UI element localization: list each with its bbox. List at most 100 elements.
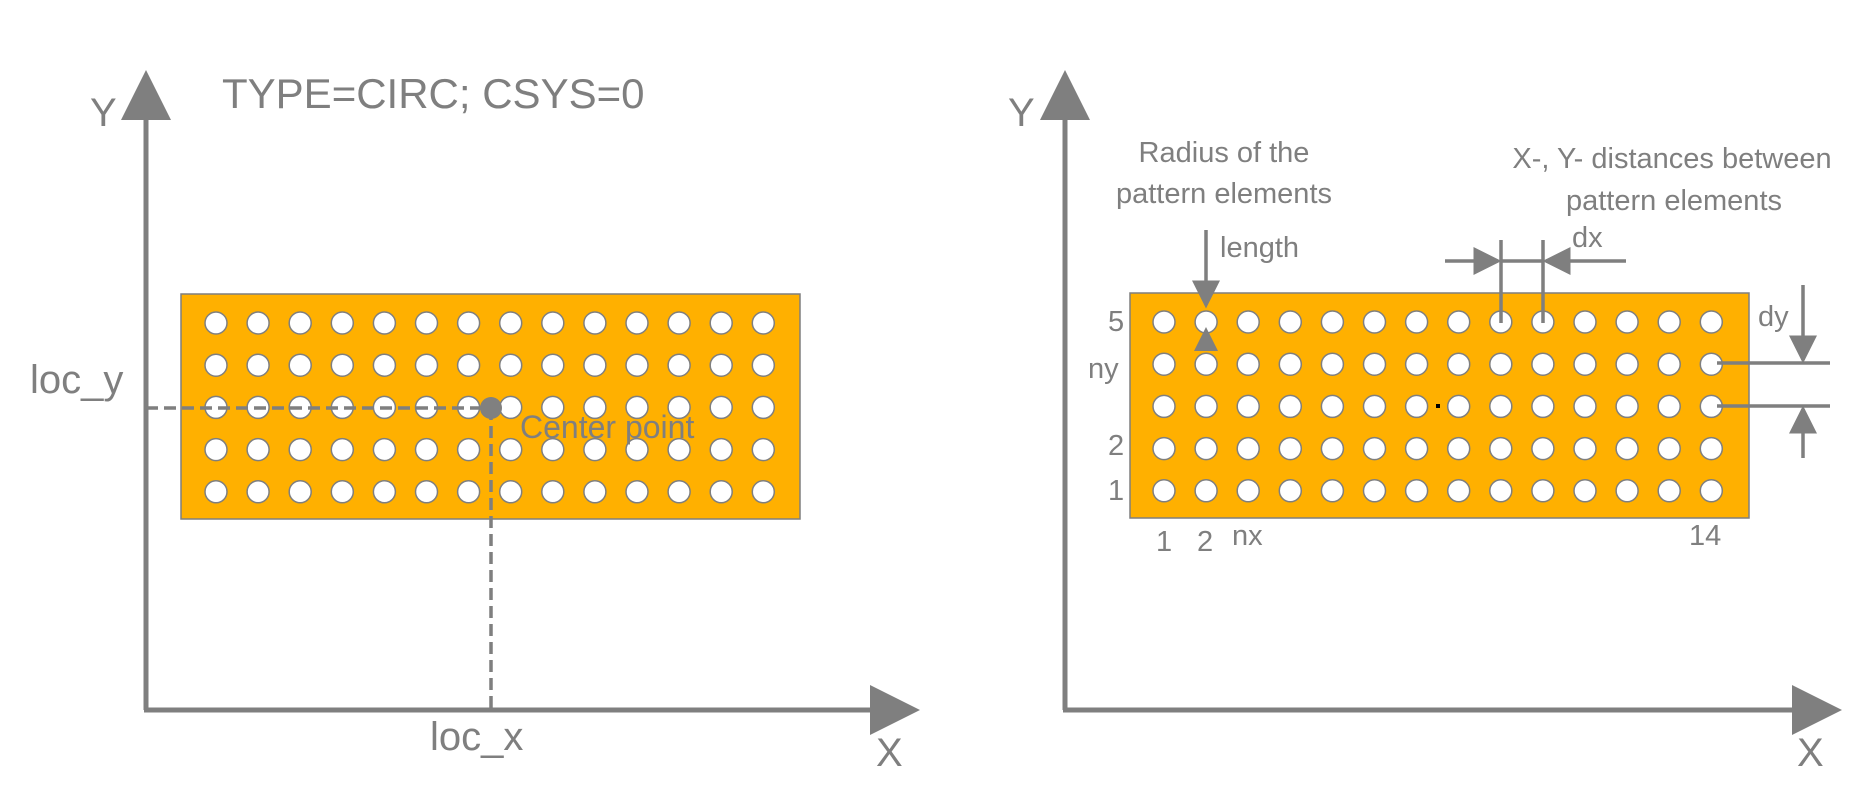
- right-hole: [1615, 310, 1639, 334]
- right-hole: [1615, 394, 1639, 419]
- right-hole: [1531, 479, 1555, 503]
- left-hole: [625, 437, 649, 462]
- left-hole: [456, 480, 481, 504]
- right-hole: [1362, 352, 1387, 376]
- right-hole: [1657, 394, 1681, 419]
- right-hole: [1573, 479, 1597, 503]
- left-hole: [414, 311, 439, 335]
- left-hole: [709, 353, 733, 377]
- right-hole: [1278, 436, 1303, 461]
- left-hole: [583, 311, 607, 335]
- row-label-5: 5: [1108, 306, 1124, 338]
- left-hole: [456, 311, 481, 335]
- right-hole: [1236, 310, 1260, 334]
- left-hole: [541, 437, 565, 462]
- right-hole: [1320, 310, 1345, 334]
- right-y-axis-label: Y: [1008, 91, 1035, 135]
- col-label-14: 14: [1689, 520, 1721, 552]
- right-hole: [1362, 479, 1387, 503]
- left-hole: [330, 311, 355, 335]
- left-panel: Y X TYPE=CIRC; CSYS=0 loc_y loc_x Center…: [30, 70, 920, 775]
- left-hole: [583, 480, 607, 504]
- right-hole: [1657, 479, 1681, 503]
- loc-y-label: loc_y: [30, 358, 123, 402]
- left-hole: [204, 437, 228, 462]
- right-hole: [1194, 310, 1218, 334]
- right-hole: [1657, 352, 1681, 376]
- left-hole: [246, 353, 270, 377]
- left-hole: [625, 311, 649, 335]
- left-hole: [288, 353, 312, 377]
- right-hole: [1446, 310, 1471, 334]
- right-hole: [1320, 352, 1345, 376]
- right-hole: [1236, 436, 1260, 461]
- row-label-2: 2: [1108, 430, 1124, 462]
- left-hole: [667, 311, 691, 335]
- right-hole: [1404, 310, 1429, 334]
- loc-x-label: loc_x: [430, 715, 523, 759]
- left-hole: [498, 311, 523, 335]
- left-hole: [667, 437, 691, 462]
- right-hole: [1489, 352, 1513, 376]
- left-x-axis-label: X: [876, 731, 903, 775]
- center-point-marker: [480, 397, 502, 419]
- left-hole: [204, 480, 228, 504]
- right-hole: [1152, 394, 1176, 419]
- right-hole: [1573, 436, 1597, 461]
- right-panel: Y X Radius of the pattern elements lengt…: [1008, 70, 1842, 775]
- left-hole: [246, 311, 270, 335]
- left-hole: [498, 353, 523, 377]
- left-hole: [541, 353, 565, 377]
- right-hole: [1152, 352, 1176, 376]
- dx-label: dx: [1572, 222, 1603, 254]
- col-label-2: 2: [1197, 526, 1213, 558]
- right-hole: [1320, 479, 1345, 503]
- right-hole: [1489, 394, 1513, 419]
- left-hole: [372, 311, 397, 335]
- left-hole: [583, 395, 607, 420]
- right-hole: [1194, 352, 1218, 376]
- left-hole: [456, 437, 481, 462]
- left-hole: [498, 395, 523, 420]
- right-x-axis-label: X: [1797, 731, 1824, 775]
- center-point-label: Center point: [520, 409, 694, 445]
- right-hole: [1446, 352, 1471, 376]
- left-hole: [330, 480, 355, 504]
- right-hole: [1615, 479, 1639, 503]
- row-label-ny: ny: [1088, 353, 1119, 385]
- left-hole: [372, 480, 397, 504]
- radius-label-line2: pattern elements: [1116, 178, 1332, 210]
- left-hole: [541, 395, 565, 420]
- right-hole: [1320, 436, 1345, 461]
- left-hole: [541, 311, 565, 335]
- right-hole: [1362, 394, 1387, 419]
- left-hole: [625, 395, 649, 420]
- right-hole: [1194, 436, 1218, 461]
- left-hole: [246, 437, 270, 462]
- left-panel-title: TYPE=CIRC; CSYS=0: [222, 70, 644, 117]
- right-hole: [1573, 352, 1597, 376]
- col-label-nx: nx: [1232, 520, 1263, 552]
- right-hole: [1699, 479, 1724, 503]
- left-hole: [751, 480, 776, 504]
- left-hole: [330, 353, 355, 377]
- left-hole: [498, 480, 523, 504]
- left-hole: [667, 480, 691, 504]
- radius-label-line1: Radius of the: [1139, 137, 1310, 169]
- right-hole: [1236, 352, 1260, 376]
- distances-label-line1: X-, Y- distances between: [1512, 143, 1831, 175]
- left-hole: [751, 395, 776, 420]
- right-hole: [1489, 479, 1513, 503]
- length-label: length: [1220, 232, 1299, 264]
- left-hole: [709, 437, 733, 462]
- right-hole: [1531, 394, 1555, 419]
- right-hole: [1657, 436, 1681, 461]
- left-y-axis-label: Y: [90, 91, 117, 135]
- left-hole: [625, 353, 649, 377]
- left-hole: [414, 353, 439, 377]
- right-hole: [1573, 310, 1597, 334]
- dy-label: dy: [1758, 301, 1789, 333]
- right-center-dot: [1436, 404, 1440, 408]
- left-hole: [414, 437, 439, 462]
